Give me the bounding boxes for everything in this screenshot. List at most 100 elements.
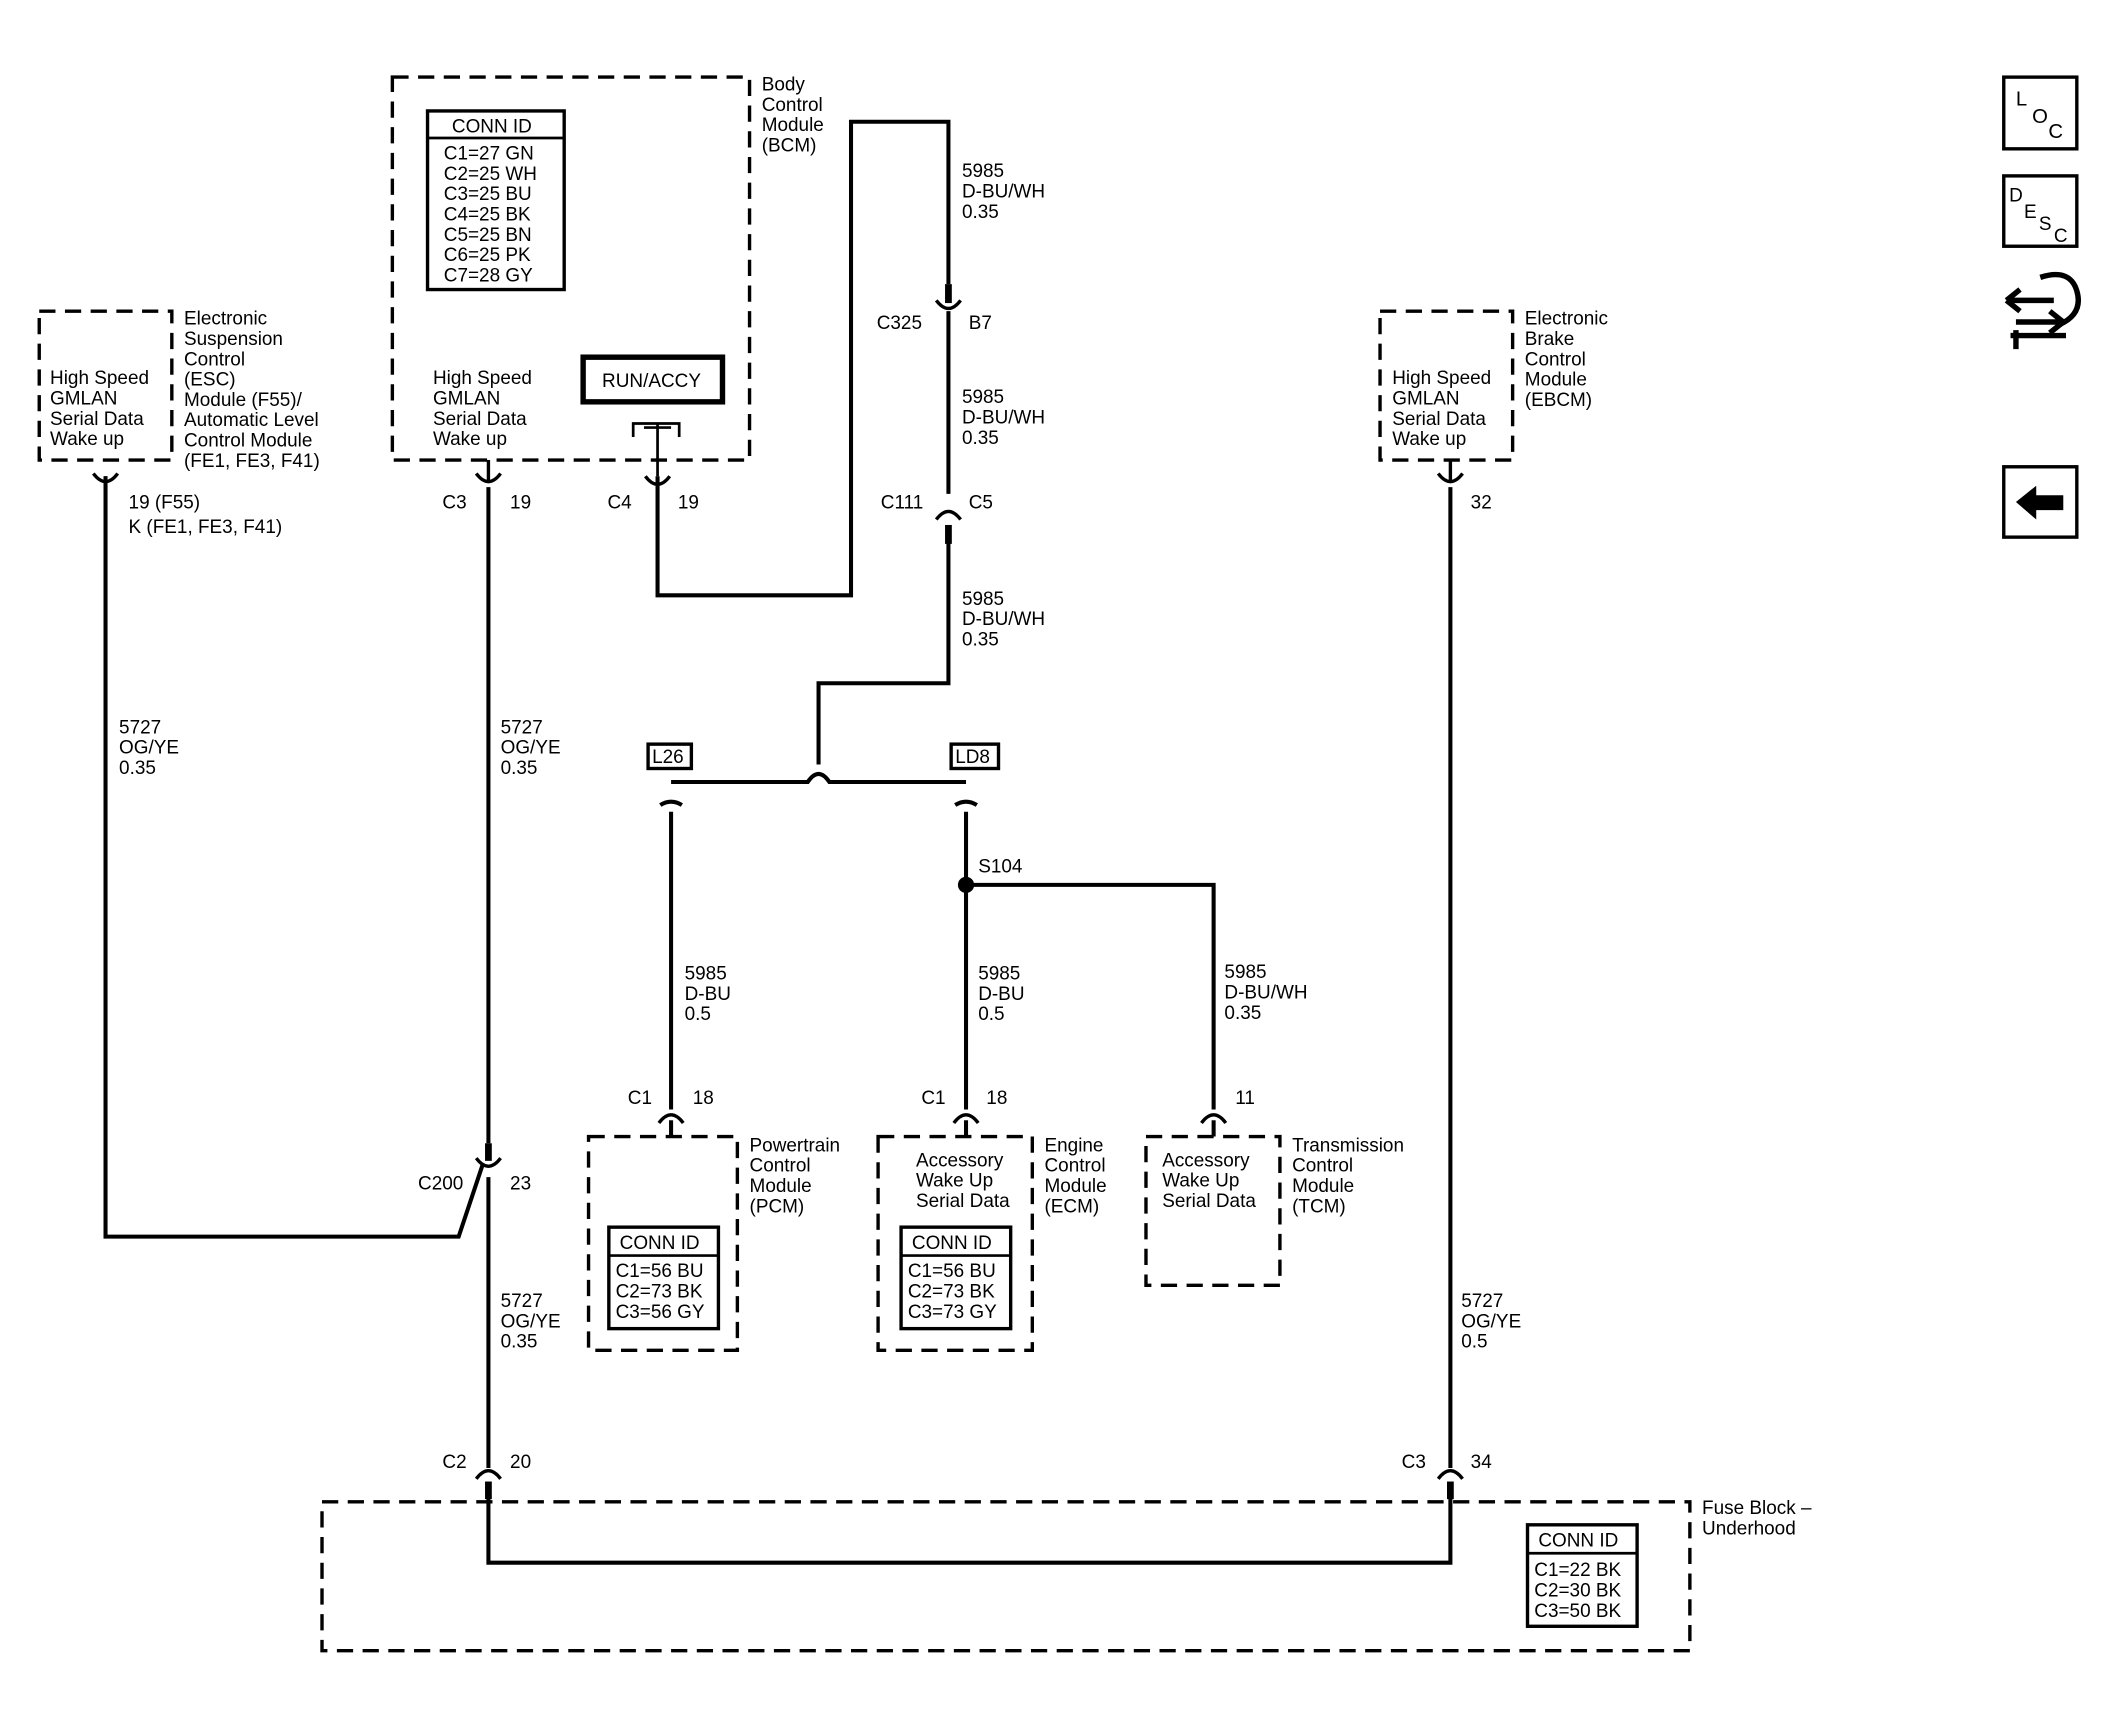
run-accy-label: RUN/ACCY [580,354,726,405]
svg-text:(ECM): (ECM) [1044,1196,1099,1217]
svg-text:D: D [2009,186,2023,207]
svg-text:High Speed: High Speed [50,368,149,389]
pcm-pin-label: 18 [693,1088,714,1109]
svg-text:GMLAN: GMLAN [433,389,500,410]
wire-label-mid: 5985 D-BU/WH 0.35 [962,387,1045,449]
svg-text:Brake: Brake [1525,329,1574,350]
back-button[interactable] [2002,465,2079,539]
svg-text:5985: 5985 [978,964,1020,985]
fuse-internal-wire [486,1488,1453,1565]
esc-function-label: High Speed GMLAN Serial Data Wake up [50,368,149,450]
svg-text:L26: L26 [652,747,684,768]
svg-text:Control: Control [1525,349,1586,370]
fuse-c2-label: C2 [442,1452,466,1473]
svg-text:C2=73 BK: C2=73 BK [616,1282,703,1303]
svg-text:Serial Data: Serial Data [1392,409,1486,430]
svg-text:0.35: 0.35 [119,758,156,779]
svg-text:C: C [2054,226,2068,247]
svg-text:CONN ID: CONN ID [912,1233,992,1254]
desc-nav-button[interactable]: D E S C [2002,174,2079,248]
desc-icon[interactable] [2002,174,2079,248]
loc-nav-button[interactable]: L O C [2002,75,2079,151]
svg-text:High Speed: High Speed [1392,368,1491,389]
svg-text:Control Module: Control Module [184,430,312,451]
svg-text:Module: Module [750,1176,812,1197]
svg-text:Accessory: Accessory [1162,1150,1250,1171]
bcm-c4-wire [655,119,951,598]
run-accy-switch-symbol [631,422,681,477]
svg-text:Wake up: Wake up [433,429,507,450]
svg-text:GMLAN: GMLAN [50,389,117,410]
ebcm-module: Electronic Brake Control Module (EBCM) H… [1378,309,1608,514]
svg-text:Module: Module [1292,1176,1354,1197]
esc-module: Electronic Suspension Control (ESC) Modu… [37,309,320,538]
svg-text:5985: 5985 [685,964,727,985]
svg-text:(ESC): (ESC) [184,370,236,391]
svg-text:Fuse Block –: Fuse Block – [1702,1498,1812,1519]
connector-end-view-icon[interactable] [2004,271,2081,350]
svg-text:Control: Control [1044,1156,1105,1177]
tcm-pin-label: 11 [1235,1088,1255,1109]
bcm-c4-label: C4 [607,493,631,514]
bcm-module: Body Control Module (BCM) CONN ID C1=27 … [390,75,824,514]
svg-text:Wake Up: Wake Up [916,1171,993,1192]
bcm-c4-pin: 19 [678,493,699,514]
svg-text:GMLAN: GMLAN [1392,389,1459,410]
svg-text:Automatic Level: Automatic Level [184,410,319,431]
pcm-module: C1 18 Powertrain Control Module (PCM) CO… [586,1088,841,1352]
svg-text:0.35: 0.35 [501,1332,538,1353]
svg-text:Control: Control [762,95,823,116]
svg-text:5727: 5727 [501,717,543,738]
svg-text:D-BU: D-BU [685,984,731,1005]
svg-text:CONN ID: CONN ID [1538,1530,1618,1551]
pcm-title: Powertrain Control Module (PCM) [750,1135,841,1217]
svg-text:D-BU/WH: D-BU/WH [962,609,1045,630]
ecm-wire-label: 5985 D-BU 0.5 [978,964,1024,1026]
svg-text:Engine: Engine [1044,1135,1103,1156]
c325-pin: B7 [969,313,992,334]
svg-text:Accessory: Accessory [916,1150,1004,1171]
svg-text:D-BU/WH: D-BU/WH [962,407,1045,428]
ecm-pin-label: 18 [986,1088,1007,1109]
c325-label: C325 [877,313,922,334]
bcm-conn-id-table: CONN ID C1=27 GN C2=25 WH C3=25 BU C4=25… [425,109,566,292]
pcm-wire-label: 5985 D-BU 0.5 [685,964,731,1026]
svg-text:Module: Module [1525,370,1587,391]
svg-text:OG/YE: OG/YE [501,1311,561,1332]
svg-text:C3=56 GY: C3=56 GY [616,1302,705,1323]
svg-text:C1=56 BU: C1=56 BU [616,1261,704,1282]
esc-wire-label: 5727 OG/YE 0.35 [119,717,179,779]
bcm-wire-label: 5727 OG/YE 0.35 [501,717,561,779]
svg-text:O: O [2032,106,2048,128]
fuse-c3-label: C3 [1402,1452,1426,1473]
s104-splice-dot [957,876,975,893]
svg-text:(BCM): (BCM) [762,136,817,157]
svg-text:C1=22 BK: C1=22 BK [1534,1560,1621,1581]
svg-text:OG/YE: OG/YE [119,738,179,759]
option-tag-l26: L26 [646,742,694,771]
svg-text:RUN/ACCY: RUN/ACCY [602,371,701,392]
svg-text:CONN ID: CONN ID [620,1233,700,1254]
svg-text:Serial Data: Serial Data [50,409,144,430]
ebcm-pin-label: 32 [1471,493,1492,514]
ecm-conn-label: C1 [921,1088,945,1109]
svg-text:0.35: 0.35 [962,629,999,650]
svg-text:S: S [2039,214,2052,235]
svg-text:Underhood: Underhood [1702,1518,1796,1539]
svg-text:5985: 5985 [962,387,1004,408]
svg-text:C2=30 BK: C2=30 BK [1534,1581,1621,1602]
ecm-function-label: Accessory Wake Up Serial Data [916,1150,1010,1212]
tcm-wire-label: 5985 D-BU/WH 0.35 [1224,962,1307,1024]
loc-icon[interactable] [2002,75,2079,151]
ld8-break-symbol [954,799,978,807]
fuse-c2-pin: 20 [510,1452,531,1473]
option-tag-ld8: LD8 [949,742,1001,771]
svg-text:L: L [2016,89,2027,111]
c200-label: C200 [418,1173,463,1194]
tcm-module: 11 Accessory Wake Up Serial Data Transmi… [1144,1088,1404,1288]
splice-label: S104 [978,857,1022,878]
option-bus-wire [671,771,967,785]
svg-text:0.35: 0.35 [501,758,538,779]
svg-text:5727: 5727 [501,1291,543,1312]
